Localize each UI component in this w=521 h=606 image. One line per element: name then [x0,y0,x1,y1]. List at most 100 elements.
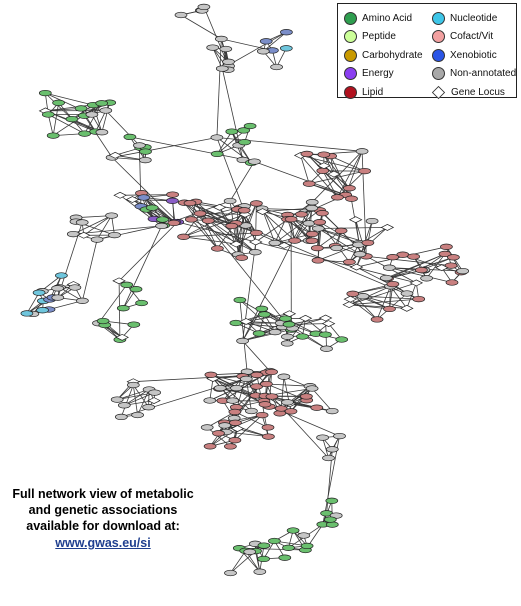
carbohydrate-swatch-icon [344,48,357,62]
legend-label: Non-annotated [450,68,517,80]
metabolite-node [222,58,235,65]
gene-locus-node [230,425,245,432]
network-edge [132,384,138,416]
network-edge [290,218,360,244]
metabolite-node [239,375,253,383]
metabolite-node [343,258,356,266]
metabolite-node [288,237,302,244]
metabolite-node [52,99,65,106]
network-edge [209,378,214,401]
metabolite-node [20,310,34,317]
metabolite-node [284,408,298,415]
metabolite-node [226,397,239,404]
metabolite-node [203,397,217,404]
metabolite-node [212,430,225,437]
metabolite-node [116,305,130,312]
network-edge [323,154,350,189]
metabolite-node [51,285,64,292]
gene-locus-node [112,277,126,285]
metabolite-node [310,244,324,252]
network-edge [237,209,239,255]
metabolite-node [325,446,339,453]
metabolite-node [204,371,218,378]
metabolite-node [236,337,249,345]
gene-locus-node [434,264,449,272]
network-edge [129,136,255,162]
metabolite-node [51,294,65,301]
metabolite-node [253,568,267,575]
download-link[interactable]: www.gwas.eu/si [55,536,151,550]
metabolite-node [213,384,227,392]
gene-locus-node [348,216,363,224]
gene-locus-node [249,238,263,246]
metabolite-node [440,243,453,250]
metabolite-node [317,151,331,158]
gene-locus-node [380,224,395,231]
metabolite-node [282,544,295,551]
metabolite-node [114,413,128,421]
metabolite-node [258,401,272,408]
metabolite-node [74,105,88,112]
gene-locus-node [255,208,270,215]
metabolite-node [211,245,224,252]
network-edge [195,201,218,249]
metabolite-node [229,419,242,426]
network-edge [322,437,329,459]
network-edge [191,219,256,253]
legend-item-carbohydrate: Carbohydrate [344,46,432,65]
metabolite-node [156,216,169,223]
metabolite-node [228,408,242,416]
metabolite-node [345,195,358,202]
network-edge [426,253,446,279]
metabolite-node [346,290,360,297]
network-edge [207,411,236,428]
gene-locus-diamond-icon [431,85,446,99]
network-edge [349,304,390,310]
metabolite-node [322,454,335,462]
non-annotated-swatch-icon [432,67,445,81]
network-edge [254,161,346,196]
metabolite-node [248,158,261,165]
metabolite-node [193,210,207,217]
metabolite-node [407,253,420,260]
network-edge [92,104,103,133]
metabolite-node [316,434,329,441]
metabolite-node [268,537,281,545]
network-edge [255,201,313,243]
metabolite-node [257,555,270,563]
metabolite-node [268,328,282,336]
network-edge [47,114,54,136]
network-edge [389,267,453,283]
metabolite-node [257,542,271,549]
metabolite-node [95,100,109,107]
metabolite-node [333,432,346,440]
metabolite-node [311,225,325,232]
metabolite-node [120,281,134,288]
metabolite-node [319,331,332,338]
metabolite-node [224,569,237,577]
peptide-swatch-icon [344,30,357,44]
network-edge [183,213,201,238]
metabolite-node [305,199,319,206]
metabolite-node [214,35,228,43]
metabolite-node [261,424,275,431]
metabolite-node [183,199,197,207]
network-edge [112,137,217,158]
network-edge [290,218,313,241]
network-edge [210,374,252,412]
gene-locus-node [212,203,227,211]
network-edge [234,414,263,441]
metabolite-node [316,167,330,174]
metabolite-node [305,385,319,392]
network-edge [83,215,112,236]
network-edge [261,208,276,244]
gene-locus-node [400,304,414,312]
network-edge [352,293,378,320]
metabolite-node [177,233,190,240]
network-edge [184,202,218,249]
gene-locus-node [343,295,358,303]
network-edge [180,14,222,40]
network-edge [122,225,162,309]
metabolite-node [243,122,257,130]
network-edge [183,232,257,238]
